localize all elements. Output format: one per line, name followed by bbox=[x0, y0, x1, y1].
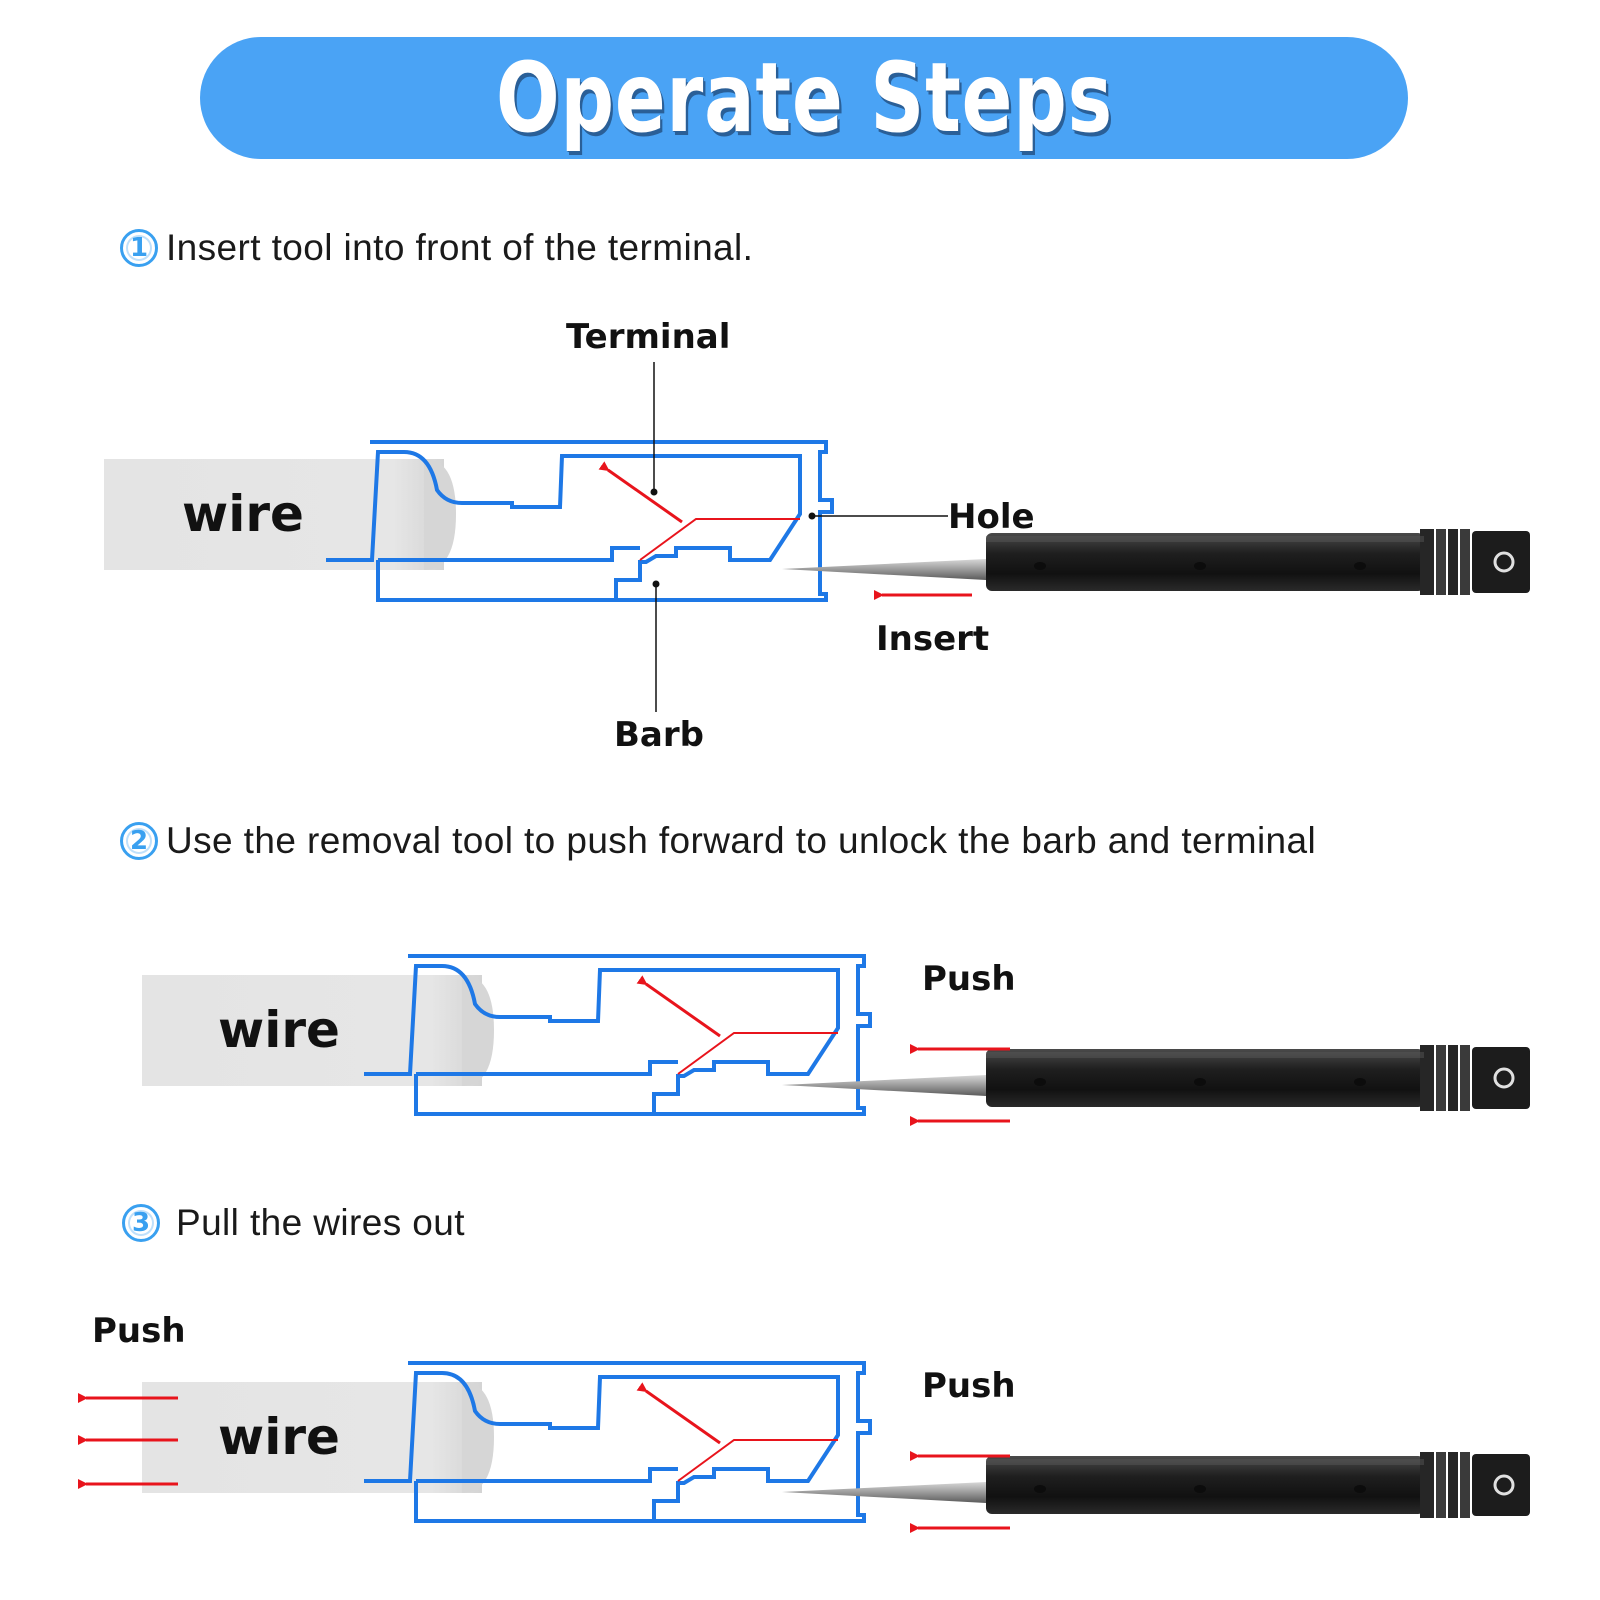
barb-label: Barb bbox=[614, 715, 704, 755]
unlock-arrow bbox=[598, 461, 683, 524]
wire-body bbox=[142, 975, 482, 1086]
unlock-arrow bbox=[636, 1382, 721, 1445]
hole-label: Hole bbox=[948, 497, 1035, 537]
wire-label: wire bbox=[218, 1408, 340, 1466]
removal-tool bbox=[780, 1043, 1532, 1113]
wire-label: wire bbox=[182, 485, 304, 543]
step-2-text: Use the removal tool to push forward to … bbox=[166, 820, 1317, 861]
step-1-text: Insert tool into front of the terminal. bbox=[166, 227, 754, 268]
push-left-label: Push bbox=[92, 1311, 186, 1351]
diagram-step-2: wire Push bbox=[142, 954, 1532, 1126]
wire-body bbox=[142, 1382, 482, 1493]
diagram-step-3: wire Push Push bbox=[78, 1311, 1532, 1533]
wire-label: wire bbox=[218, 1001, 340, 1059]
wire-body bbox=[104, 459, 444, 570]
step-2-number-icon: 2 bbox=[120, 822, 158, 860]
push-label: Push bbox=[922, 959, 1016, 999]
push-right-label: Push bbox=[922, 1366, 1016, 1406]
insert-label: Insert bbox=[876, 619, 989, 659]
step-2-title: 2 Use the removal tool to push forward t… bbox=[120, 820, 1316, 862]
removal-tool bbox=[780, 527, 1532, 597]
step-1-number-icon: 1 bbox=[120, 229, 158, 267]
unlock-arrow bbox=[636, 975, 721, 1038]
step-1-title: 1 Insert tool into front of the terminal… bbox=[120, 227, 753, 269]
step-3-title: 3 Pull the wires out bbox=[122, 1202, 465, 1244]
title-banner: Operate Steps bbox=[200, 37, 1408, 159]
step-3-number-icon: 3 bbox=[122, 1204, 160, 1242]
removal-tool bbox=[780, 1450, 1532, 1520]
terminal-label: Terminal bbox=[566, 317, 730, 357]
diagram-step-1: wire Terminal Hole Barb Insert bbox=[104, 317, 1532, 755]
step-3-text: Pull the wires out bbox=[176, 1202, 465, 1243]
page-title: Operate Steps bbox=[495, 42, 1113, 154]
